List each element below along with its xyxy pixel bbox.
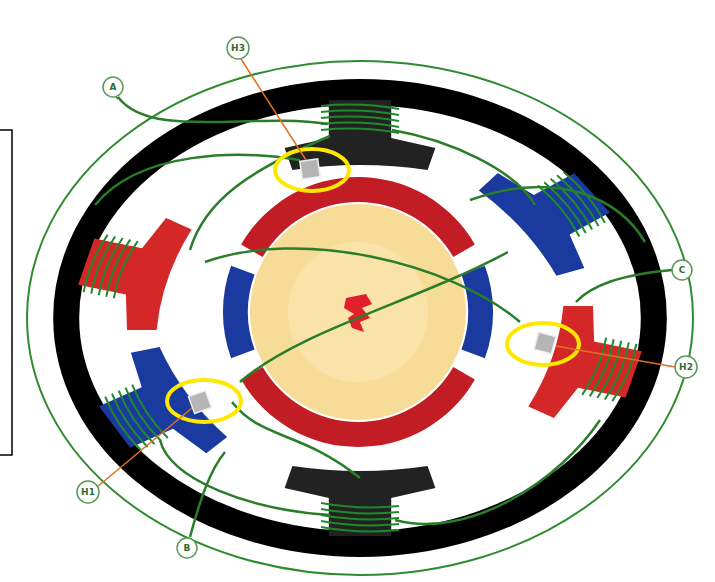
callout-label: H3 (231, 44, 245, 53)
callout-label: B (184, 544, 191, 553)
leader-lines (97, 59, 675, 487)
callout-label: A (110, 83, 117, 92)
winding-wires (95, 97, 672, 537)
bracket (0, 130, 12, 455)
callout-label: H2 (679, 363, 693, 372)
hall-sensors (167, 149, 579, 422)
callout-label: H1 (81, 488, 95, 497)
rotor-magnets (223, 177, 493, 447)
housing-outline (27, 61, 693, 575)
stator (66, 92, 654, 544)
callout-label: C (679, 266, 686, 275)
callout-circles (77, 37, 697, 558)
